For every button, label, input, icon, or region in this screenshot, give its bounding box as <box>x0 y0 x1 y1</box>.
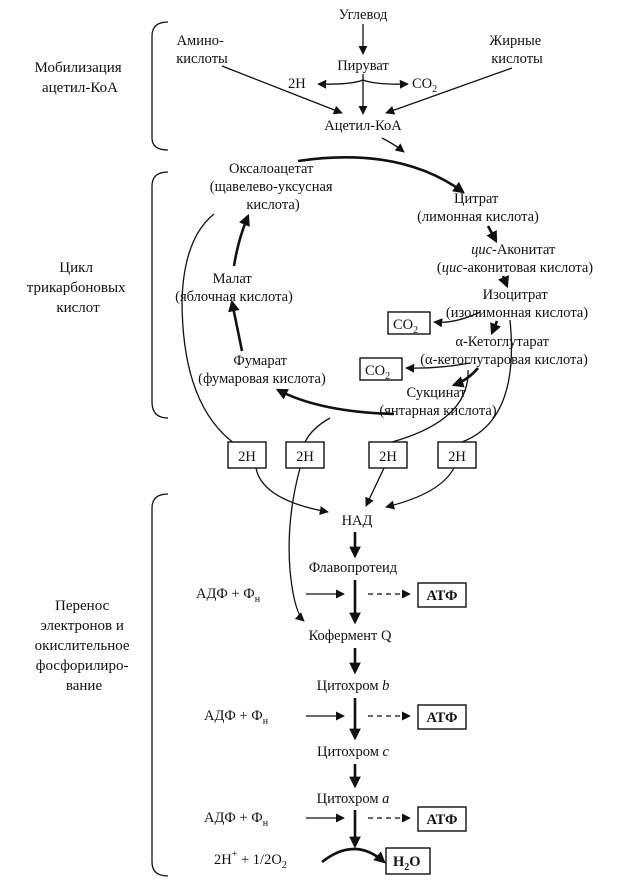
arrow-h1-nad <box>255 467 329 516</box>
svg-text:2H: 2H <box>238 449 256 465</box>
h-box-1: 2H <box>227 441 267 469</box>
svg-text:АТФ: АТФ <box>426 588 457 604</box>
isocitrate-label: Изоцитрат (изолимонная кислота) <box>446 287 588 321</box>
arrow-fumarate-malate <box>228 299 244 352</box>
succinate-label: Сукцинат (янтарная кислота) <box>379 385 496 419</box>
arrow-h4-nad <box>385 467 455 510</box>
bracket-mobilization <box>151 21 169 151</box>
arrow-succinate-fumarate <box>275 388 395 416</box>
h-box-4: 2H <box>437 441 477 469</box>
co2-box-alpha-kg: CO2 <box>359 357 403 382</box>
coenzyme-q-label: Кофермент Q <box>309 628 392 644</box>
arrow-citrate-aconitate <box>486 225 498 244</box>
amino-acids-label: Амино- кислоты <box>176 33 228 67</box>
h-box-3: 2H <box>368 441 408 469</box>
alpha-kg-label: α-Кетоглутарат (α-кетоглутаровая кислота… <box>420 334 588 368</box>
svg-text:2H: 2H <box>296 449 314 465</box>
svg-text:АТФ: АТФ <box>426 812 457 828</box>
arrow-co2-release-2 <box>405 362 471 373</box>
adp-label-2: АДФ + Фн <box>204 708 269 727</box>
pyruvate-label: Пируват <box>337 58 389 74</box>
svg-text:2H: 2H <box>448 449 466 465</box>
fumarate-label: Фумарат (фумаровая кислота) <box>198 353 326 387</box>
line-succinate-h2 <box>304 417 331 443</box>
atp-box-1: АТФ <box>417 582 467 608</box>
fatty-acids-label: Жирные кислоты <box>489 33 545 67</box>
arrow-pyruvate-co2 <box>362 79 409 89</box>
arrow-fatty-acetyl <box>385 67 513 115</box>
svg-text:2H: 2H <box>379 449 397 465</box>
arrow-h2-coq <box>288 467 305 622</box>
arrow-isocitrate-alphakg <box>490 320 501 336</box>
arrow-h3-nad <box>365 467 385 507</box>
svg-text:CO2: CO2 <box>393 317 418 336</box>
cis-aconitate-label: цис-Аконитат (цис-аконитовая кислота) <box>437 242 593 276</box>
acetyl-coa-label: Ацетил-КоА <box>324 118 402 134</box>
arrow-co2-release-1 <box>433 311 481 328</box>
cytochrome-a-label: Цитохром a <box>317 791 390 807</box>
adp-label-3: АДФ + Фн <box>204 810 269 829</box>
svg-text:CO2: CO2 <box>365 363 390 382</box>
proton-oxygen-label: 2H+ + 1/2O2 <box>214 849 287 871</box>
arrow-alphakg-succinate <box>451 367 479 388</box>
atp-box-3: АТФ <box>417 806 467 832</box>
co2-label: CO2 <box>412 76 437 95</box>
section-label-mobilization: Мобилизация ацетил-КоА <box>35 60 126 96</box>
arrow-final-reaction <box>321 847 386 864</box>
bracket-transport <box>151 493 169 877</box>
line-alphakg-h3 <box>391 369 469 443</box>
h-box-2: 2H <box>285 441 325 469</box>
arrow-amino-acetyl <box>221 65 343 115</box>
arrow-aconitate-isocitrate <box>498 275 509 289</box>
cytochrome-b-label: Цитохром b <box>317 678 390 694</box>
loop-malate <box>181 213 245 453</box>
citrate-label: Цитрат (лимонная кислота) <box>417 191 539 225</box>
arrow-malate-oxaloacetate <box>232 213 250 267</box>
water-box: H2O <box>385 847 431 875</box>
arrow-oxaloacetate-citrate <box>297 156 465 194</box>
line-isocitrate-h4 <box>461 319 513 443</box>
section-label-cycle: Цикл трикарбоновых кислот <box>27 260 130 316</box>
cytochrome-c-label: Цитохром c <box>317 744 390 760</box>
oxaloacetate-label: Оксалоацетат (щавелево-уксусная кислота) <box>210 161 336 213</box>
svg-text:H2O: H2O <box>393 854 421 873</box>
co2-box-isocitrate: CO2 <box>387 311 431 336</box>
atp-box-2: АТФ <box>417 704 467 730</box>
malate-label: Малат (яблочная кислота) <box>175 271 293 305</box>
flavoprotein-label: Флавопротеид <box>309 560 398 576</box>
svg-text:АТФ: АТФ <box>426 710 457 726</box>
arrow-acetyl-cycle <box>381 137 405 153</box>
bracket-cycle <box>151 171 169 419</box>
h2-label: 2H <box>288 76 306 92</box>
carbohydrate-label: Углевод <box>339 7 388 23</box>
adp-label-1: АДФ + Фн <box>196 586 261 605</box>
section-label-transport: Перенос электронов и окислительное фосфо… <box>35 598 134 694</box>
arrow-pyruvate-2h <box>317 79 364 89</box>
nad-label: НАД <box>342 513 373 529</box>
